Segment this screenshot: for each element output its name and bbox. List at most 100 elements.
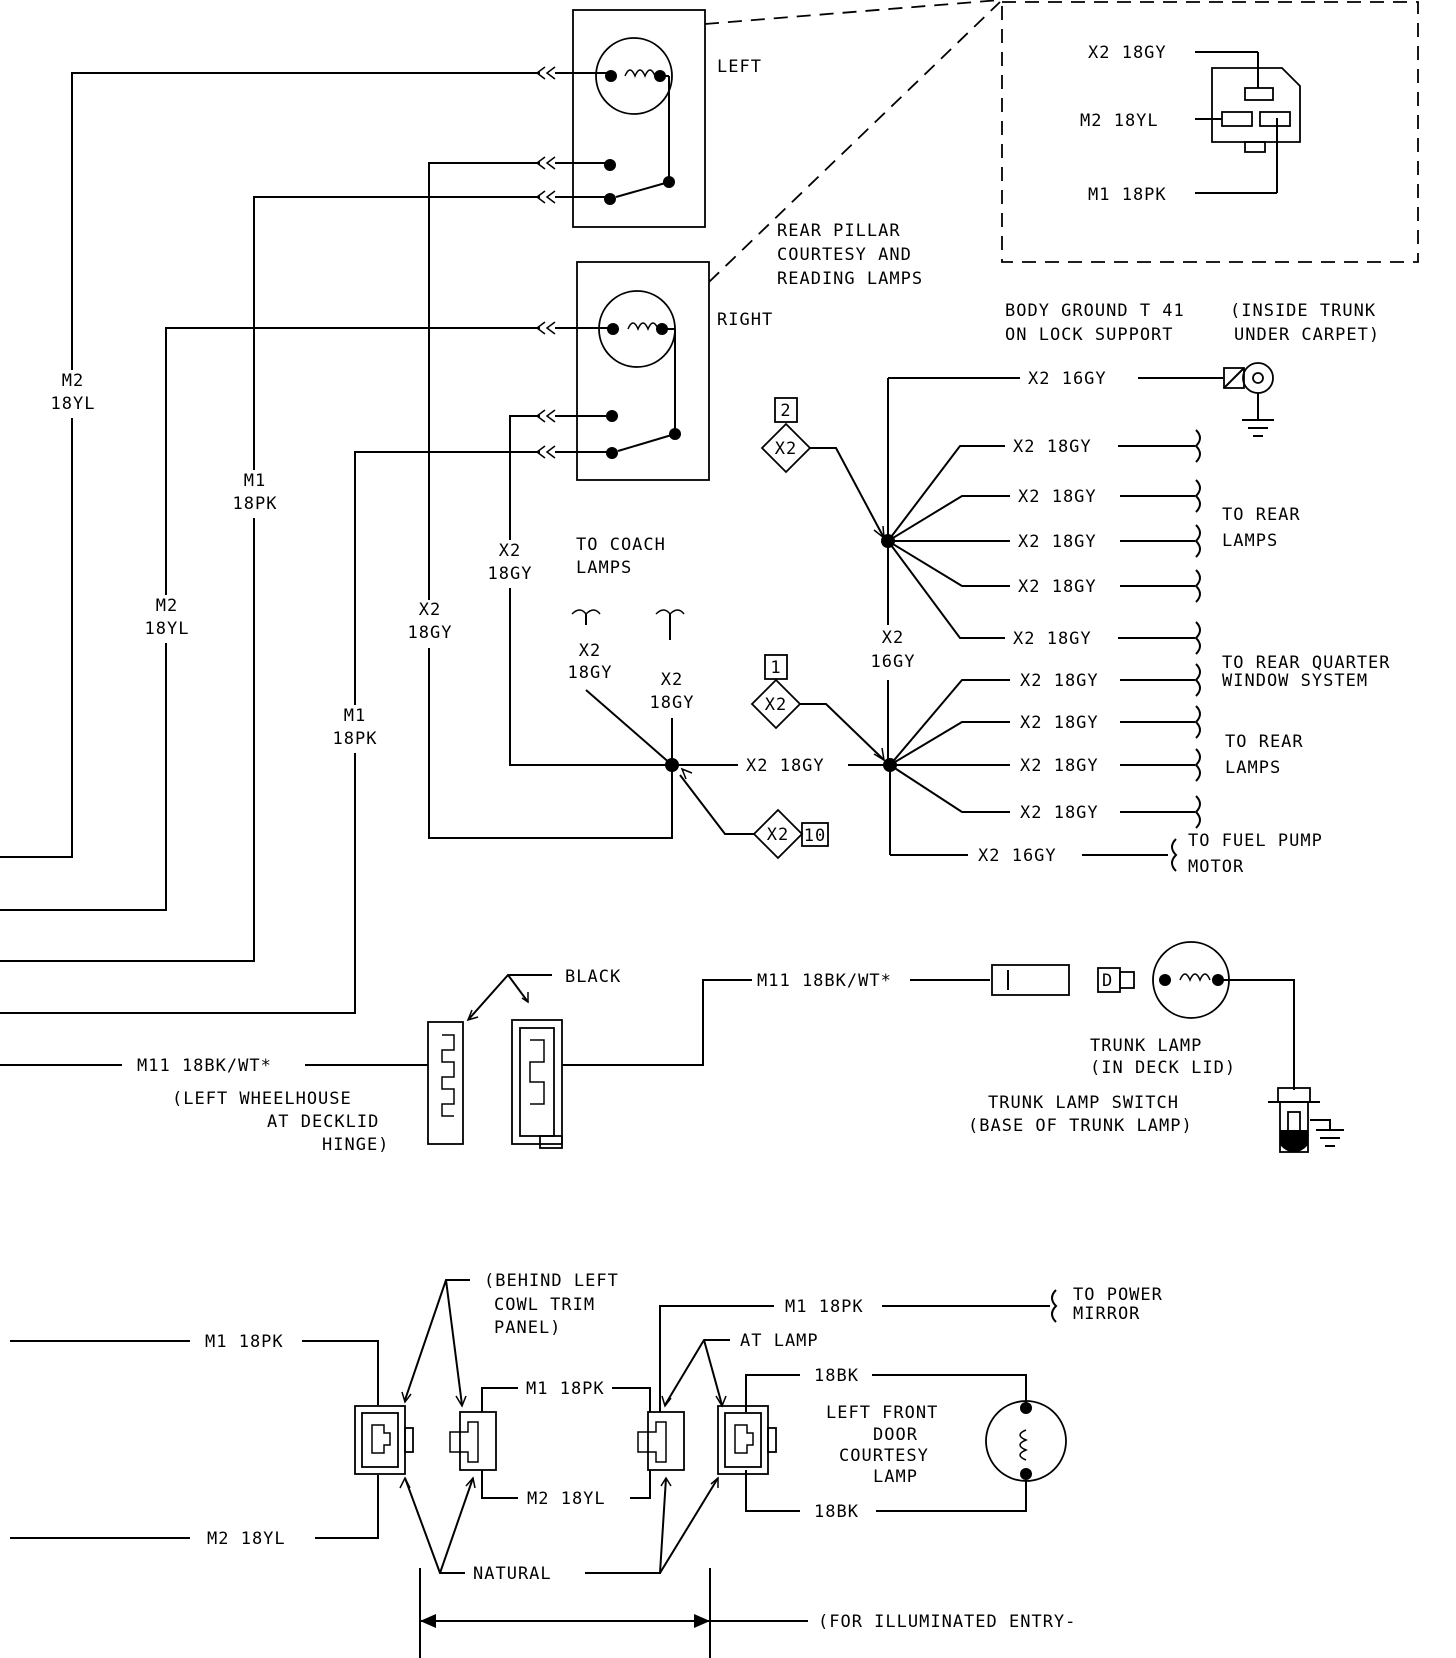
illuminated-entry-label: (FOR ILLUMINATED ENTRY- [818, 1612, 1076, 1632]
m2-18yl-b-1: M2 [156, 596, 178, 616]
coach-x2-a-2: 18GY [568, 663, 613, 683]
to-rear-lamps-b-2: LAMPS [1225, 758, 1281, 778]
trunk-lamp-plug-letter: D [1102, 971, 1113, 991]
to-rear-quarter-2: WINDOW SYSTEM [1222, 671, 1368, 691]
m11-left: M11 18BK/WT* [137, 1056, 272, 1076]
left-lamp-label: LEFT [717, 57, 762, 77]
splice-2-num: 2 [780, 401, 791, 421]
output-wire-tails [1082, 377, 1223, 872]
rear-pillar-label-3: READING LAMPS [777, 269, 923, 289]
x2-16gy-top: X2 16GY [1028, 369, 1107, 389]
inside-trunk-2: UNDER CARPET) [1234, 325, 1380, 345]
x2-18gy-r4: X2 18GY [1018, 577, 1097, 597]
behind-cowl-1: (BEHIND LEFT [484, 1271, 619, 1291]
x2-18gy-r9: X2 18GY [1020, 803, 1099, 823]
black-connector-pair [427, 974, 563, 1149]
coach-x2-b-2: 18GY [650, 693, 695, 713]
x2-18gy-r5: X2 18GY [1013, 629, 1092, 649]
rear-pillar-label-2: COURTESY AND [777, 245, 912, 265]
trunk-switch-1: TRUNK LAMP SWITCH [988, 1093, 1179, 1113]
x2-16gy-vert-1: X2 [882, 628, 904, 648]
cowl-connector-pair [354, 1405, 497, 1475]
left-wheelhouse-2: AT DECKLID [267, 1112, 379, 1132]
body-ground-symbol [1223, 362, 1274, 437]
splice-1-x2: X2 [765, 695, 787, 715]
trunk-switch-2: (BASE OF TRUNK LAMP) [968, 1116, 1193, 1136]
to-rear-lamps-b-1: TO REAR [1225, 732, 1304, 752]
to-fuel-2: MOTOR [1188, 857, 1244, 877]
coach-x2-b-1: X2 [661, 670, 683, 690]
right-lamp-label: RIGHT [717, 310, 773, 330]
black-label: BLACK [565, 967, 621, 987]
inset-connector-detail [1001, 1, 1419, 263]
m11-right: M11 18BK/WT* [757, 971, 892, 991]
x2-18gy-r6: X2 18GY [1020, 671, 1099, 691]
right-rear-pillar-lamp [576, 261, 710, 481]
splice-10-num: 10 [804, 826, 826, 846]
x2-18gy-r7: X2 18GY [1020, 713, 1099, 733]
bk-top: 18BK [814, 1366, 859, 1386]
x2-18gy-b-2: 18GY [488, 564, 533, 584]
x2-18gy-r1: X2 18GY [1013, 437, 1092, 457]
to-power-1: TO POWER [1073, 1285, 1163, 1305]
bottom-m2-mid: M2 18YL [527, 1489, 606, 1509]
left-front-3: COURTESY [839, 1446, 929, 1466]
natural-label: NATURAL [473, 1564, 552, 1584]
inset-x2-label: X2 18GY [1088, 43, 1167, 63]
inset-m2-label: M2 18YL [1080, 111, 1159, 131]
trunk-lamp-2: (IN DECK LID) [1090, 1058, 1236, 1078]
trunk-lamp-switch [1268, 1087, 1344, 1153]
bottom-m1-mid: M1 18PK [526, 1379, 605, 1399]
at-lamp-label: AT LAMP [740, 1331, 819, 1351]
left-front-1: LEFT FRONT [826, 1403, 938, 1423]
m1-18pk-b-1: M1 [344, 706, 366, 726]
splice-1-num: 1 [770, 658, 781, 678]
bottom-m1-left: M1 18PK [205, 1332, 284, 1352]
to-rear-quarter-1: TO REAR QUARTER [1222, 653, 1391, 673]
left-front-door-courtesy-lamp [985, 1400, 1067, 1482]
m1-18pk-a-2: 18PK [233, 494, 278, 514]
trunk-lamp: D [991, 941, 1295, 1090]
x2-18gy-r3: X2 18GY [1018, 532, 1097, 552]
left-wheelhouse-3: HINGE) [322, 1135, 389, 1155]
left-rear-pillar-lamp [572, 9, 706, 228]
to-power-2: MIRROR [1073, 1304, 1140, 1324]
left-front-2: DOOR [873, 1425, 918, 1445]
x2-18gy-b-1: X2 [499, 541, 521, 561]
left-wheelhouse-1: (LEFT WHEELHOUSE [172, 1089, 352, 1109]
body-ground-2: ON LOCK SUPPORT [1005, 325, 1174, 345]
x2-18gy-r8: X2 18GY [1020, 756, 1099, 776]
to-rear-lamps-a-1: TO REAR [1222, 505, 1301, 525]
body-ground-1: BODY GROUND T 41 [1005, 301, 1185, 321]
inside-trunk-1: (INSIDE TRUNK [1230, 301, 1376, 321]
x2-16gy-vert-2: 16GY [871, 652, 916, 672]
m2-18yl-a-1: M2 [62, 371, 84, 391]
inset-m1-label: M1 18PK [1088, 185, 1167, 205]
bk-bot: 18BK [814, 1502, 859, 1522]
behind-cowl-2: COWL TRIM [494, 1295, 595, 1315]
splice-10-x2: X2 [767, 825, 789, 845]
coach-x2-a-1: X2 [579, 641, 601, 661]
m1-18pk-a-1: M1 [244, 471, 266, 491]
splice-2-x2: X2 [775, 439, 797, 459]
m2-18yl-b-2: 18YL [145, 619, 190, 639]
left-front-4: LAMP [873, 1467, 918, 1487]
to-coach-2: LAMPS [576, 558, 632, 578]
rear-pillar-label-1: REAR PILLAR [777, 221, 901, 241]
behind-cowl-3: PANEL) [494, 1318, 561, 1338]
x2-18gy-a-1: X2 [419, 600, 441, 620]
lamp-connector-pair [637, 1405, 777, 1475]
bottom-m1-top: M1 18PK [785, 1297, 864, 1317]
bottom-m2-left: M2 18YL [207, 1529, 286, 1549]
trunk-lamp-1: TRUNK LAMP [1090, 1036, 1202, 1056]
to-fuel-1: TO FUEL PUMP [1188, 831, 1323, 851]
m1-18pk-b-2: 18PK [333, 729, 378, 749]
x2-18gy-r2: X2 18GY [1018, 487, 1097, 507]
x2-16gy-bot: X2 16GY [978, 846, 1057, 866]
to-rear-lamps-a-2: LAMPS [1222, 531, 1278, 551]
to-coach-1: TO COACH [576, 535, 666, 555]
x2-18gy-a-2: 18GY [408, 623, 453, 643]
left-harness-wires [0, 66, 673, 1014]
x2-18gy-mid: X2 18GY [746, 756, 825, 776]
